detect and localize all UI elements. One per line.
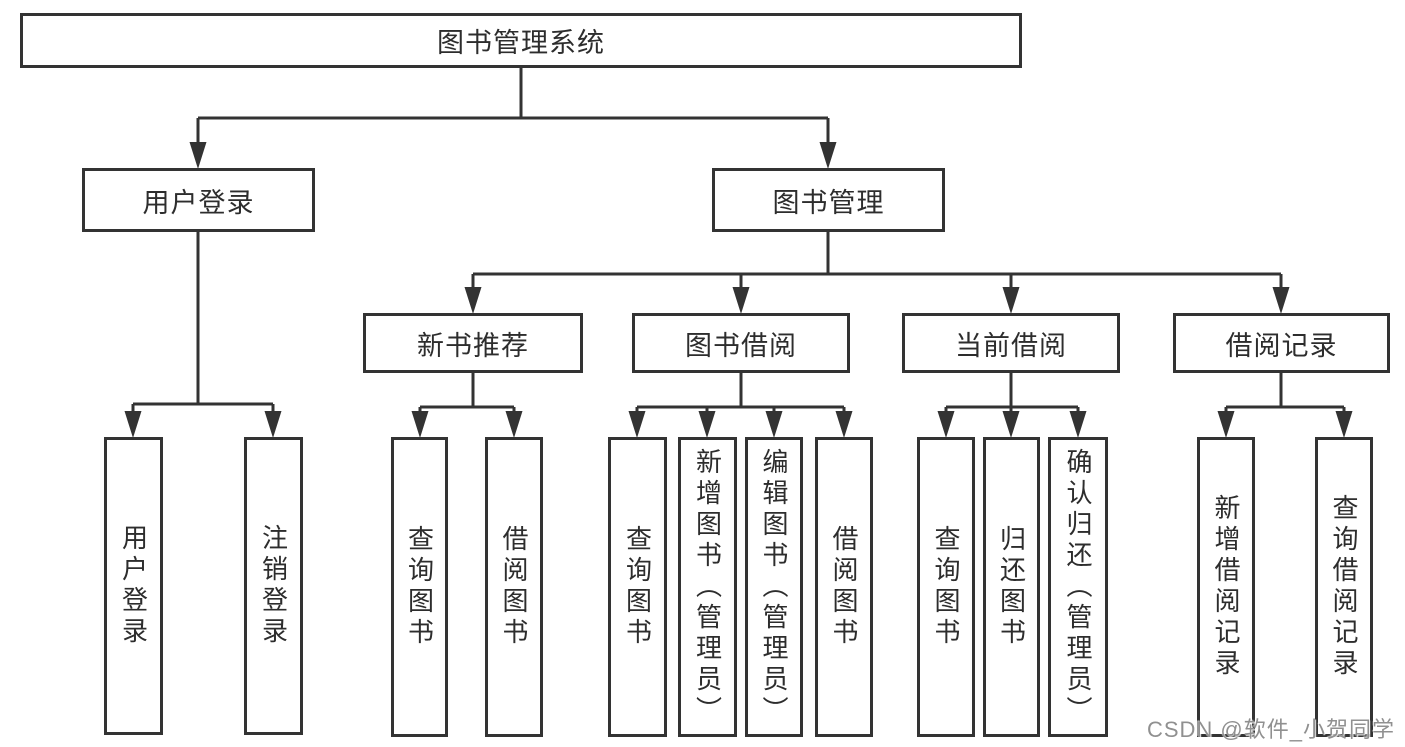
leaf-borrow-query-label: 查询图书 <box>622 525 653 649</box>
connector-login-to-leaves <box>131 232 275 413</box>
leaf-newbooks-borrow: 借阅图书 <box>485 437 543 737</box>
node-current-borrow-label: 当前借阅 <box>955 330 1067 361</box>
node-book-mgmt-label: 图书管理 <box>772 187 885 218</box>
leaf-records-query: 查询借阅记录 <box>1315 437 1373 737</box>
node-root: 图书管理系统 <box>20 13 1022 68</box>
arrowheads-current-leaves <box>937 411 1087 438</box>
leaf-borrow-edit-label: 编辑图书（管理员） <box>759 447 789 727</box>
connector-records-to-leaves <box>1224 373 1346 413</box>
node-book-mgmt: 图书管理 <box>712 168 945 232</box>
node-book-borrow: 图书借阅 <box>632 313 850 373</box>
arrowheads-level1 <box>189 142 837 169</box>
leaf-logout: 注销登录 <box>244 437 303 735</box>
node-new-books: 新书推荐 <box>363 313 583 373</box>
leaf-user-login: 用户登录 <box>104 437 163 735</box>
leaf-records-query-label: 查询借阅记录 <box>1329 494 1359 680</box>
connector-root-to-level1 <box>196 68 830 143</box>
leaf-borrow-add-label: 新增图书（管理员） <box>692 447 723 727</box>
node-borrow-records: 借阅记录 <box>1173 313 1390 373</box>
leaf-records-add-label: 新增借阅记录 <box>1211 494 1241 680</box>
node-book-borrow-label: 图书借阅 <box>685 330 797 361</box>
node-user-login-label: 用户登录 <box>142 187 255 218</box>
node-current-borrow: 当前借阅 <box>902 313 1120 373</box>
leaf-records-add: 新增借阅记录 <box>1197 437 1255 737</box>
arrowheads-newbooks-leaves <box>411 411 523 438</box>
leaf-current-query-label: 查询图书 <box>931 525 961 649</box>
leaf-current-query: 查询图书 <box>917 437 975 737</box>
leaf-user-login-label: 用户登录 <box>118 524 149 648</box>
connector-borrow-to-leaves <box>635 373 846 413</box>
node-user-login: 用户登录 <box>82 168 315 232</box>
leaf-logout-label: 注销登录 <box>258 524 289 648</box>
csdn-watermark: CSDN @软件_小贺同学 <box>1146 717 1395 742</box>
arrowheads-level2 <box>464 287 1290 314</box>
arrowheads-login-leaves <box>124 411 282 438</box>
leaf-borrow-borrow-label: 借阅图书 <box>829 525 859 649</box>
leaf-current-confirm-label: 确认归还（管理员） <box>1063 447 1093 727</box>
leaf-borrow-add: 新增图书（管理员） <box>678 437 737 737</box>
leaf-newbooks-query-label: 查询图书 <box>404 525 435 649</box>
node-borrow-records-label: 借阅记录 <box>1225 330 1338 361</box>
arrowheads-records-leaves <box>1217 411 1353 438</box>
node-new-books-label: 新书推荐 <box>417 330 529 361</box>
node-root-label: 图书管理系统 <box>437 28 605 58</box>
leaf-borrow-query: 查询图书 <box>608 437 667 737</box>
connector-mgmt-to-level2 <box>471 232 1283 289</box>
leaf-borrow-borrow: 借阅图书 <box>815 437 873 737</box>
leaf-newbooks-borrow-label: 借阅图书 <box>499 525 529 649</box>
leaf-current-return: 归还图书 <box>983 437 1040 737</box>
connector-current-to-leaves <box>944 373 1080 413</box>
arrowheads-borrow-leaves <box>628 411 853 438</box>
leaf-current-return-label: 归还图书 <box>996 525 1027 649</box>
leaf-newbooks-query: 查询图书 <box>391 437 448 737</box>
connector-newbooks-to-leaves <box>418 373 516 413</box>
leaf-current-confirm: 确认归还（管理员） <box>1048 437 1108 737</box>
leaf-borrow-edit: 编辑图书（管理员） <box>745 437 803 737</box>
